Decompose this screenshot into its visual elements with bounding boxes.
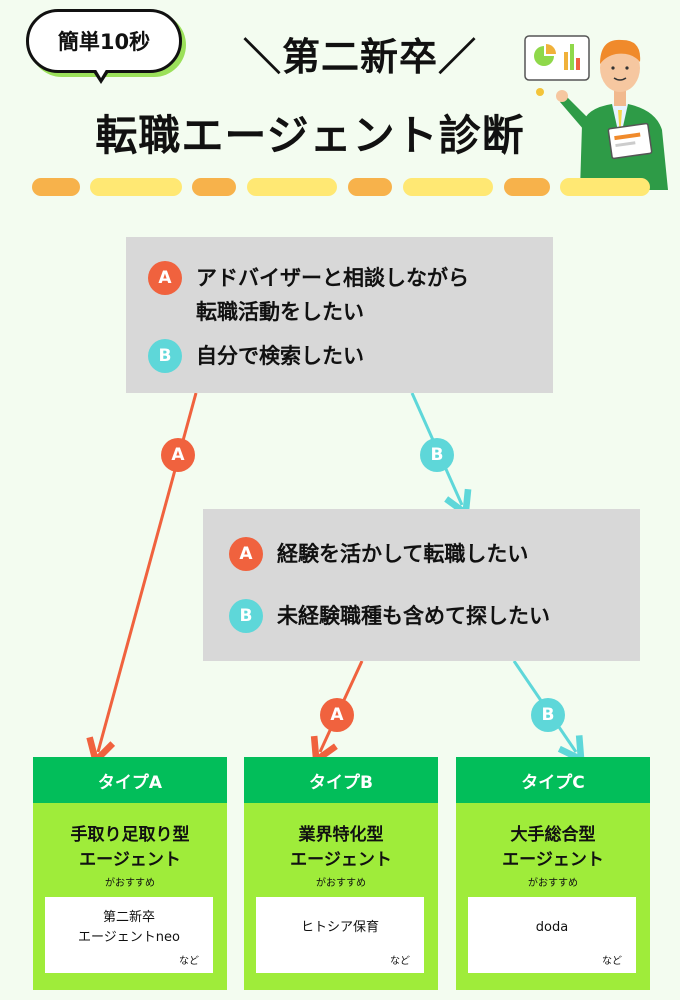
card-recommend: がおすすめ [528, 878, 578, 889]
result-card-type-c: タイプC 大手総合型 エージェント がおすすめ doda など [456, 757, 650, 990]
etc-label: など [602, 956, 622, 967]
decor-pill [32, 178, 80, 196]
question-2-option-b: B 未経験職種も含めて探したい [229, 599, 550, 633]
agent-name: doda [535, 920, 569, 935]
card-agent-box: ヒトシア保育 など [256, 897, 424, 973]
result-card-type-a: タイプA 手取り足取り型 エージェント がおすすめ 第二新卒 エージェントneo… [33, 757, 227, 990]
decor-pill [560, 178, 650, 196]
decor-pill [90, 178, 182, 196]
presenter-figure [556, 39, 668, 190]
etc-label: など [390, 956, 410, 967]
option-text: 未経験職種も含めて探したい [277, 604, 550, 628]
tagline-bubble: 簡単10秒 [26, 9, 182, 73]
path-badge-q2-b: B [531, 698, 565, 732]
card-header: タイプB [244, 757, 438, 803]
option-a-badge: A [229, 537, 263, 571]
question-2-box: A 経験を活かして転職したい B 未経験職種も含めて探したい [203, 509, 640, 661]
decor-pill [192, 178, 236, 196]
card-agent-type: 手取り足取り型 エージェント [70, 825, 190, 870]
path-badge-q2-a: A [320, 698, 354, 732]
option-a-badge: A [148, 261, 182, 295]
decor-pill [247, 178, 337, 196]
path-badge-q1-b: B [420, 438, 454, 472]
etc-label: など [179, 956, 199, 967]
tagline-text: 簡単10秒 [57, 30, 151, 54]
card-recommend: がおすすめ [316, 878, 366, 889]
question-1-box: A アドバイザーと相談しながら 転職活動をしたい B 自分で検索したい [126, 237, 553, 393]
lightbulb-icon [536, 88, 544, 96]
agent-name: ヒトシア保育 [300, 920, 379, 935]
card-header: タイプC [456, 757, 650, 803]
chart-board-icon [524, 35, 590, 81]
option-text: 自分で検索したい [196, 344, 364, 368]
presenter-illustration [524, 35, 668, 190]
card-agent-box: 第二新卒 エージェントneo など [45, 897, 213, 973]
card-agent-box: doda など [468, 897, 636, 973]
title-line1: ＼第二新卒／ [242, 35, 477, 79]
option-b-badge: B [148, 339, 182, 373]
bubble-tail-inner [95, 68, 107, 78]
question-2-option-a: A 経験を活かして転職したい [229, 537, 528, 571]
option-b-badge: B [229, 599, 263, 633]
card-agent-type: 業界特化型 エージェント [290, 825, 392, 870]
page-title: 転職エージェント診断 [95, 111, 525, 160]
option-text: アドバイザーと相談しながら 転職活動をしたい [196, 266, 469, 324]
path-badge-q1-a: A [161, 438, 195, 472]
option-text: 経験を活かして転職したい [277, 542, 529, 566]
result-card-type-b: タイプB 業界特化型 エージェント がおすすめ ヒトシア保育 など [244, 757, 438, 990]
card-agent-type: 大手総合型 エージェント [502, 825, 604, 870]
card-header: タイプA [33, 757, 227, 803]
agent-name: 第二新卒 エージェントneo [78, 910, 180, 945]
decor-pill [504, 178, 550, 196]
question-1-option-a: A アドバイザーと相談しながら 転職活動をしたい [148, 261, 469, 329]
decor-pill [403, 178, 493, 196]
question-1-option-b: B 自分で検索したい [148, 339, 364, 373]
card-recommend: がおすすめ [105, 878, 155, 889]
decor-pill [348, 178, 392, 196]
